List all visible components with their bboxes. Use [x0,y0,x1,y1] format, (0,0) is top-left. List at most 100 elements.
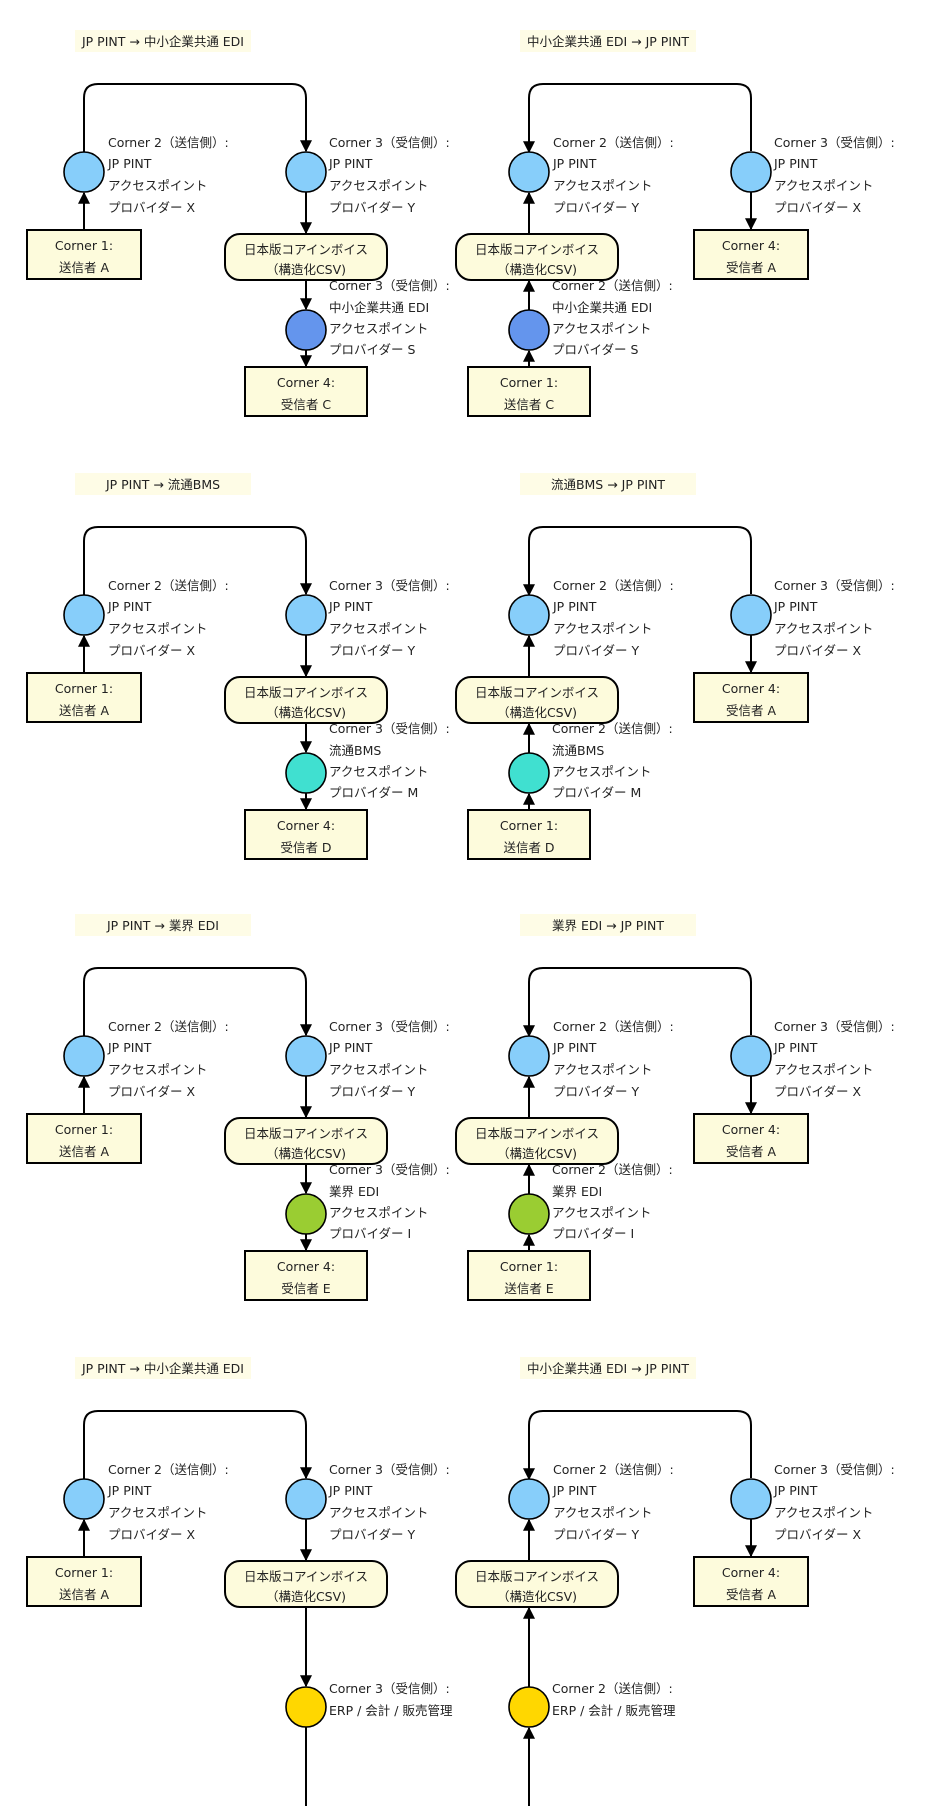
network-connector [523,83,752,154]
provider-label: プロバイダー X [774,200,861,215]
sub-corner-label: Corner 2（送信側）: [552,1162,673,1177]
network-label: JP PINT [773,599,818,614]
corner-label: Corner 3（受信側）: [329,1019,450,1034]
access-point-label: アクセスポイント [553,1505,652,1520]
provider-label: プロバイダー Y [553,643,639,658]
access-point-left [63,1478,105,1520]
access-point-label: アクセスポイント [329,178,428,193]
network-label: JP PINT [773,1483,818,1498]
participant-name: 送信者 D [503,840,554,855]
panel-title: JP PINT → 流通BMS [105,477,220,492]
sub-network-label: プロバイダー S [552,342,638,357]
sub-corner-label: Corner 2（送信側）: [552,278,673,293]
participant-name: 送信者 C [504,397,554,412]
sub-network-label: プロバイダー S [329,342,415,357]
network-connector [523,526,752,597]
access-point-label: アクセスポイント [553,178,652,193]
provider-label: プロバイダー X [774,1527,861,1542]
sub-network-node [285,309,327,351]
core-invoice-format: （構造化CSV) [497,1589,577,1604]
sub-network-label: アクセスポイント [329,321,428,336]
sub-network-node [508,752,550,794]
network-label: JP PINT [552,156,597,171]
provider-label: プロバイダー Y [329,643,415,658]
sub-network-label: 流通BMS [329,743,381,758]
sub-network-node [508,1193,550,1235]
core-invoice-label: 日本版コアインボイス [475,1126,599,1141]
core-invoice-label: 日本版コアインボイス [475,685,599,700]
participant-corner: Corner 1: [500,1259,558,1274]
core-invoice-label: 日本版コアインボイス [475,1569,599,1584]
panel-5: 業界 EDI → JP PINT Corner 2（送信側）: JP PINT アクセ… [455,914,895,1301]
participant-corner: Corner 1: [55,238,113,253]
network-label: JP PINT [552,599,597,614]
sub-network-label: 流通BMS [552,743,604,758]
access-point-label: アクセスポイント [774,178,873,193]
access-point-left [63,594,105,636]
panel-title: 流通BMS → JP PINT [551,477,665,492]
panel-title: JP PINT → 中小企業共通 EDI [81,1361,244,1376]
sub-corner-label: Corner 2（送信側）: [552,721,673,736]
network-label: JP PINT [552,1040,597,1055]
provider-label: プロバイダー X [108,643,195,658]
title-highlight [75,914,251,936]
network-label: JP PINT [328,1483,373,1498]
participant-corner: Corner 4: [277,1259,335,1274]
corner-label: Corner 2（送信側）: [108,578,229,593]
participant-box [693,672,809,723]
sub-network-node [285,1686,327,1728]
provider-label: プロバイダー X [774,643,861,658]
core-invoice-format: （構造化CSV) [266,262,346,277]
participant-name: 受信者 A [726,1144,776,1159]
panel-title: JP PINT → 業界 EDI [106,918,219,933]
network-connector [83,83,312,153]
corner-label: Corner 2（送信側）: [553,1019,674,1034]
sub-network-node [285,752,327,794]
panel-title: 業界 EDI → JP PINT [552,918,664,933]
access-point-right [285,1478,327,1520]
corner-label: Corner 2（送信側）: [108,135,229,150]
panel-title: 中小企業共通 EDI → JP PINT [527,1361,689,1376]
access-point-right [730,1035,772,1077]
access-point-label: アクセスポイント [108,1062,207,1077]
sub-network-label: アクセスポイント [552,321,651,336]
network-label: JP PINT [107,599,152,614]
participant-corner: Corner 4: [277,818,335,833]
participant-name: 送信者 A [59,1587,109,1602]
network-label: JP PINT [773,1040,818,1055]
participant-name: 送信者 A [59,1144,109,1159]
participant-name: 送信者 A [59,260,109,275]
access-point-left [508,1035,550,1077]
participant-name: 送信者 A [59,703,109,718]
access-point-label: アクセスポイント [553,621,652,636]
access-point-right [730,151,772,193]
provider-label: プロバイダー Y [329,200,415,215]
access-point-right [730,594,772,636]
access-point-label: アクセスポイント [774,1505,873,1520]
provider-label: プロバイダー X [108,200,195,215]
core-invoice-format: （構造化CSV) [266,1589,346,1604]
corner-label: Corner 3（受信側）: [774,1019,895,1034]
access-point-left [63,151,105,193]
title-highlight [520,1357,696,1379]
access-point-label: アクセスポイント [553,1062,652,1077]
corner-label: Corner 3（受信側）: [774,135,895,150]
participant-corner: Corner 4: [722,1122,780,1137]
participant-box [693,1556,809,1607]
access-point-label: アクセスポイント [108,178,207,193]
provider-label: プロバイダー X [108,1527,195,1542]
corner-label: Corner 2（送信側）: [553,578,674,593]
participant-box [26,229,142,280]
sub-network-label: プロバイダー M [552,785,641,800]
provider-label: プロバイダー Y [553,1084,639,1099]
title-highlight [75,1357,251,1379]
access-point-label: アクセスポイント [774,621,873,636]
core-invoice-format: （構造化CSV) [497,705,577,720]
title-highlight [520,473,696,495]
access-point-right [285,1035,327,1077]
participant-box [26,1113,142,1164]
